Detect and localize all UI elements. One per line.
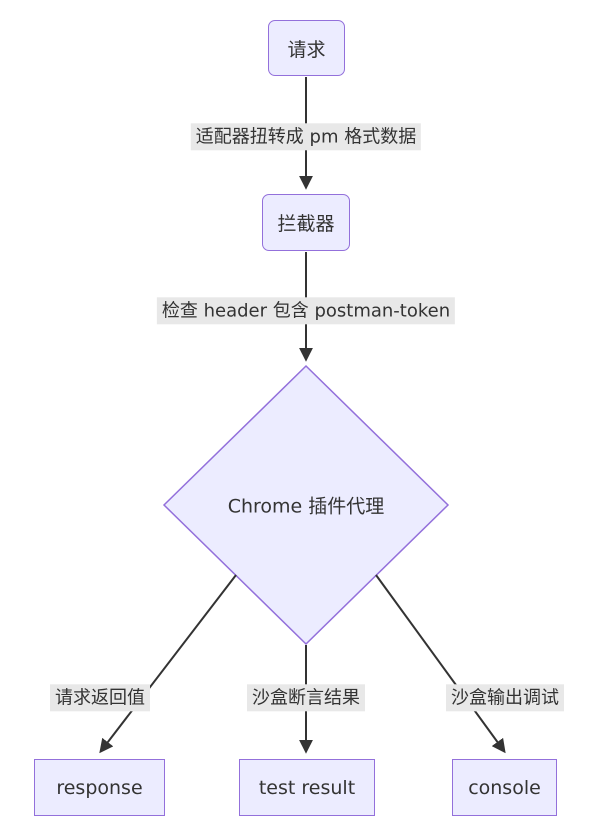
node-interceptor: 拦截器 (262, 194, 350, 251)
edge-label-check-header: 检查 header 包含 postman-token (156, 297, 456, 325)
node-response: response (34, 759, 165, 816)
node-console: console (452, 759, 557, 816)
node-test-result-label: test result (258, 776, 356, 799)
node-response-label: response (56, 776, 143, 799)
node-console-label: console (468, 776, 541, 799)
edge-label-adapter-transform: 适配器扭转成 pm 格式数据 (190, 123, 422, 151)
edge-proxy-to-response (99, 574, 237, 754)
edge-label-sandbox-assertion-result: 沙盒断言结果 (247, 684, 365, 712)
node-proxy-diamond (162, 364, 450, 646)
edge-label-sandbox-output-debug: 沙盒输出调试 (446, 684, 564, 712)
edge-proxy-to-console (375, 574, 506, 754)
node-proxy-label: Chrome 插件代理 (227, 495, 385, 518)
edge-label-request-return-value: 请求返回值 (50, 684, 150, 712)
node-test-result: test result (239, 759, 375, 816)
node-interceptor-label: 拦截器 (277, 213, 335, 235)
node-request: 请求 (268, 20, 345, 76)
node-request-label: 请求 (287, 38, 326, 61)
